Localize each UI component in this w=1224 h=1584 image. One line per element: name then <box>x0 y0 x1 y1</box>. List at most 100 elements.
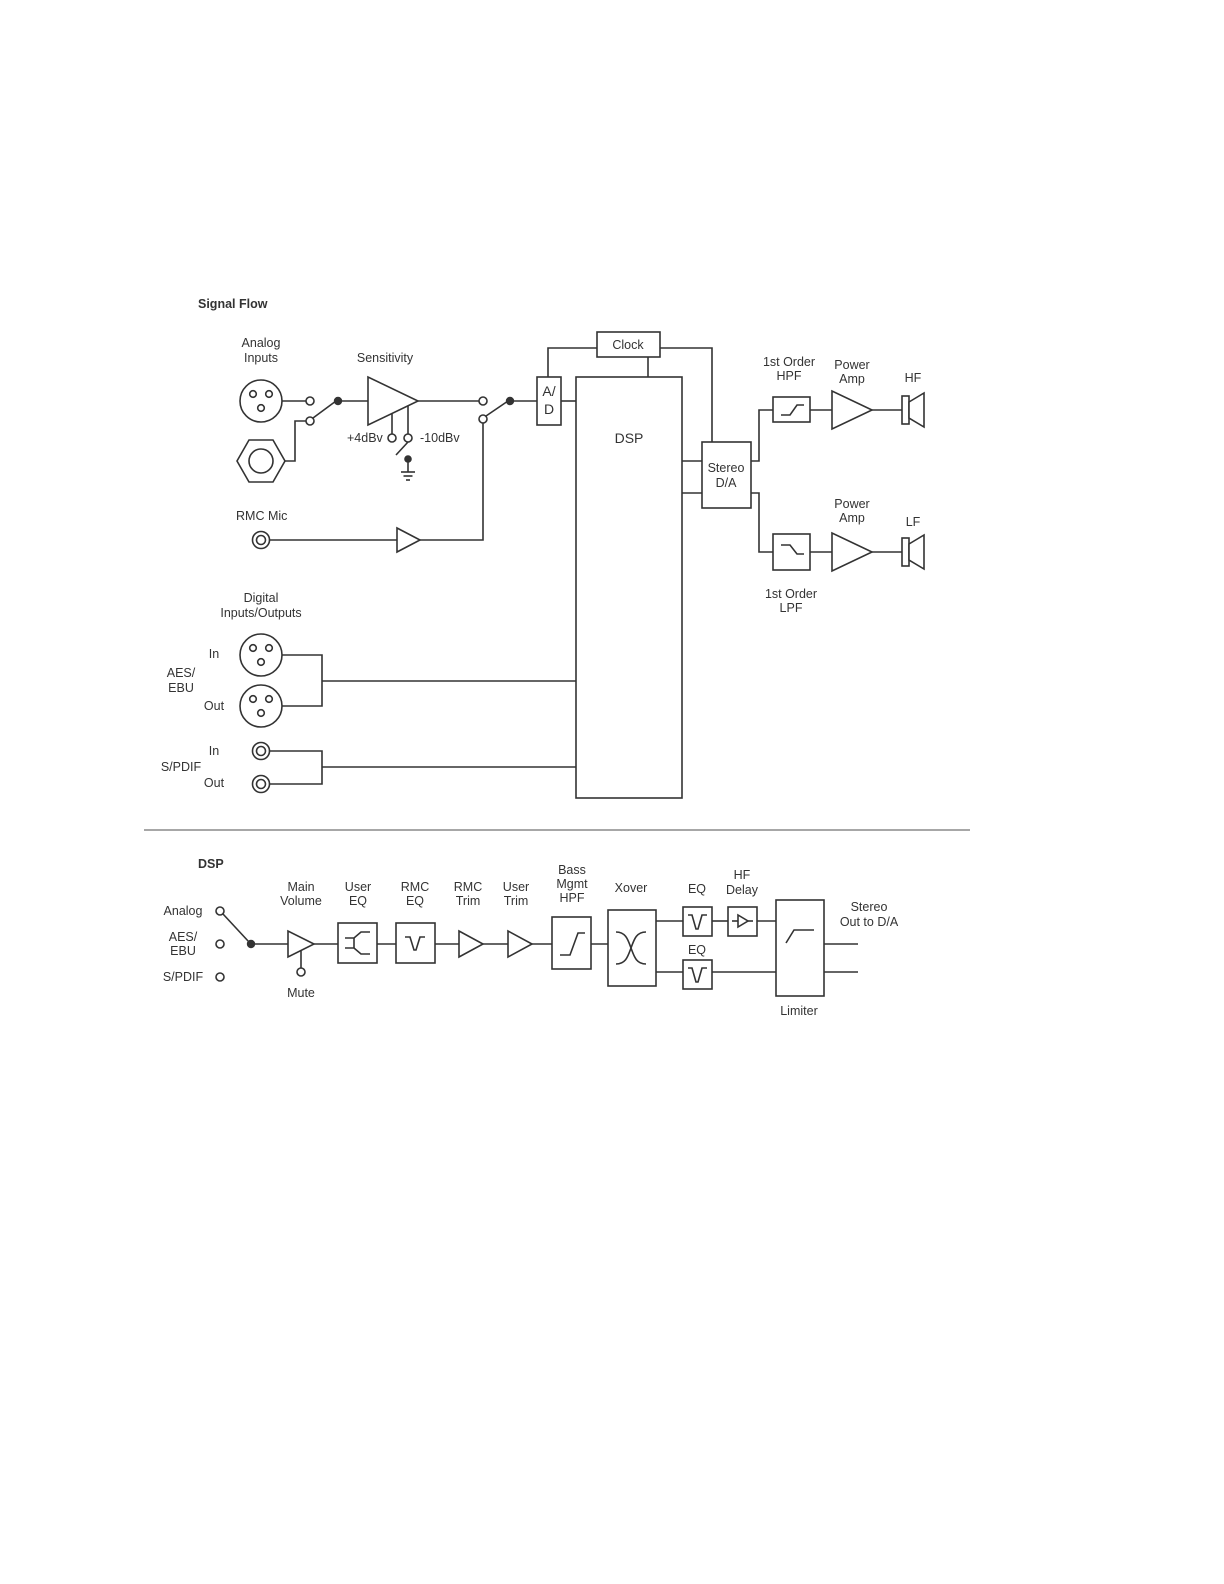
highpass-icon <box>781 404 804 416</box>
dsp-chain-title: DSP <box>198 857 224 871</box>
input-select-aes <box>215 939 225 949</box>
mic-preamp-icon <box>396 526 422 554</box>
input-aes-label-2: EBU <box>170 944 196 958</box>
aes-out-xlr-connector <box>239 684 283 728</box>
user-eq-block <box>337 922 378 964</box>
source-switch-arm <box>485 400 509 417</box>
clock-block <box>596 331 661 358</box>
hf-speaker-icon <box>901 391 925 429</box>
notch-eq-lf-icon <box>688 967 707 983</box>
user-trim-amp-icon <box>507 929 534 959</box>
stereo-da-label-2: D/A <box>716 476 738 490</box>
lf-label: LF <box>906 515 921 529</box>
user-trim-label-2: Trim <box>504 894 529 908</box>
user-eq-label-1: User <box>345 880 371 894</box>
dsp-block <box>575 376 683 799</box>
switch-contact-trs <box>305 416 315 426</box>
user-trim-label-1: User <box>503 880 529 894</box>
rmc-mic-connector <box>251 530 271 550</box>
hpf-label-1: 1st Order <box>763 355 815 369</box>
aes-out-label: Out <box>204 699 225 713</box>
bass-mgmt-label-2: Mgmt <box>556 877 588 891</box>
trs-jack-connector <box>236 439 286 483</box>
analog-inputs-label-2: Inputs <box>244 351 278 365</box>
rmc-trim-label-2: Trim <box>456 894 481 908</box>
highpass-steep-icon <box>560 932 585 956</box>
spdif-in-connector <box>251 741 271 761</box>
stereo-out-label-2: Out to D/A <box>840 915 899 929</box>
minus-10dbv-label: -10dBv <box>420 431 460 445</box>
hf-label: HF <box>905 371 922 385</box>
stereo-da-block <box>701 441 752 509</box>
hpf-filter-block <box>772 396 811 423</box>
crossover-icon <box>615 931 647 965</box>
mute-label: Mute <box>287 986 315 1000</box>
power-amp-lf-label-1: Power <box>834 497 869 511</box>
power-amp-hf-icon <box>831 389 874 431</box>
signal-flow-title: Signal Flow <box>198 297 268 311</box>
rmc-mic-label: RMC Mic <box>236 509 287 523</box>
rmc-trim-amp-icon <box>458 929 485 959</box>
bass-mgmt-hpf-block <box>551 916 592 970</box>
dsp-label: DSP <box>615 430 644 446</box>
rmc-eq-label-2: EQ <box>406 894 424 908</box>
limiter-icon <box>785 929 814 944</box>
lf-speaker-icon <box>901 533 925 571</box>
mute-contact <box>296 967 306 977</box>
bass-mgmt-label-1: Bass <box>558 863 586 877</box>
ground-icon <box>401 471 415 481</box>
xover-label: Xover <box>615 881 648 895</box>
spdif-out-label: Out <box>204 776 225 790</box>
eq-hf-block <box>682 906 713 937</box>
hpf-label-2: HPF <box>777 369 802 383</box>
bass-mgmt-label-3: HPF <box>560 891 585 905</box>
input-spdif-label: S/PDIF <box>163 970 204 984</box>
lpf-filter-block <box>772 533 811 571</box>
lpf-label-1: 1st Order <box>765 587 817 601</box>
eq-hf-label: EQ <box>688 882 706 896</box>
stereo-out-label-1: Stereo <box>851 900 888 914</box>
power-amp-lf-label-2: Amp <box>839 511 865 525</box>
power-amp-lf-icon <box>831 531 874 573</box>
limiter-block <box>775 899 825 997</box>
notch-eq-hf-icon <box>688 914 707 930</box>
clock-label: Clock <box>612 338 644 352</box>
aes-ebu-label-2: EBU <box>168 681 194 695</box>
spdif-out-connector <box>251 774 271 794</box>
rmc-eq-block <box>395 922 436 964</box>
dsp-input-switch-arm <box>222 913 250 943</box>
plus-4dbv-label: +4dBv <box>347 431 384 445</box>
aes-ebu-label-1: AES/ <box>167 666 196 680</box>
stereo-da-label-1: Stereo <box>708 461 745 475</box>
switch-contact-analog <box>478 396 488 406</box>
delay-icon <box>732 913 753 929</box>
switch-contact-xlr <box>305 396 315 406</box>
xover-block <box>607 909 657 987</box>
main-volume-label-1: Main <box>287 880 314 894</box>
sensitivity-amplifier-icon <box>367 375 420 427</box>
main-volume-label-2: Volume <box>280 894 322 908</box>
ad-label-1: A/ <box>542 383 555 399</box>
input-analog-label: Analog <box>164 904 203 918</box>
sensitivity-label: Sensitivity <box>357 351 414 365</box>
power-amp-hf-label-1: Power <box>834 358 869 372</box>
input-switch-arm <box>312 400 337 419</box>
spdif-label: S/PDIF <box>161 760 202 774</box>
input-aes-label-1: AES/ <box>169 930 198 944</box>
aes-in-xlr-connector <box>239 633 283 677</box>
switch-contact-mic <box>478 414 488 424</box>
input-select-spdif <box>215 972 225 982</box>
hf-delay-label-1: HF <box>734 868 751 882</box>
lpf-label-2: LPF <box>780 601 803 615</box>
eq-lf-block <box>682 959 713 990</box>
ad-label-2: D <box>544 401 554 417</box>
eq-lf-label: EQ <box>688 943 706 957</box>
spdif-in-label: In <box>209 744 219 758</box>
analog-inputs-label-1: Analog <box>242 336 281 350</box>
main-volume-amp-icon <box>287 929 316 959</box>
input-select-analog <box>215 906 225 916</box>
xlr-input-connector <box>239 379 283 423</box>
rmc-trim-label-1: RMC <box>454 880 482 894</box>
